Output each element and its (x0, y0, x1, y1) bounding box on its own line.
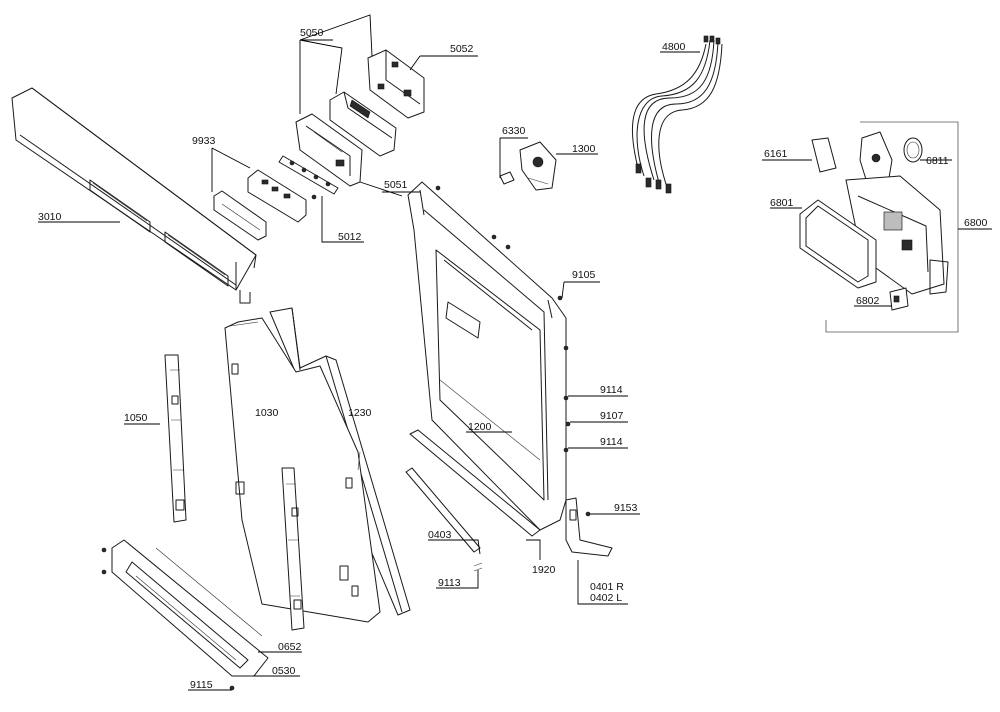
label-6330: 6330 (502, 125, 526, 137)
label-9153: 9153 (614, 502, 638, 514)
label-5052: 5052 (450, 43, 474, 55)
label-1030: 1030 (255, 407, 279, 419)
label-9933: 9933 (192, 135, 216, 147)
label-1230: 1230 (348, 407, 372, 419)
label-4800: 4800 (662, 41, 686, 53)
label-5050: 5050 (300, 27, 324, 39)
label-5051: 5051 (384, 179, 408, 191)
label-9113: 9113 (438, 577, 461, 589)
label-0402-l: 0402 L (590, 592, 622, 604)
label-9107: 9107 (600, 410, 624, 422)
part-6330-1300-components (499, 141, 557, 191)
part-3010-control-panel (11, 87, 257, 304)
part-0401-hinge (565, 497, 613, 557)
label-1920: 1920 (532, 564, 556, 576)
label-9114-upper: 9114 (600, 384, 623, 396)
label-6811: 6811 (926, 155, 949, 167)
part-1030-outer-door-panel (224, 317, 381, 623)
part-0403-seal-strip (409, 429, 541, 537)
part-5012-button-strip (278, 155, 339, 200)
label-9115: 9115 (190, 679, 213, 691)
label-6802: 6802 (856, 295, 880, 307)
part-0652-strip (155, 547, 263, 637)
part-6800-assembly (799, 121, 959, 333)
part-5050-dispenser (295, 49, 425, 187)
part-0530-handle-trim (111, 539, 269, 677)
label-1300: 1300 (572, 143, 596, 155)
label-6800: 6800 (964, 217, 988, 229)
label-6161: 6161 (764, 148, 788, 160)
label-0403: 0403 (428, 529, 452, 541)
label-6801: 6801 (770, 197, 794, 209)
label-0652: 0652 (278, 641, 302, 653)
label-9114-lower: 9114 (600, 436, 623, 448)
label-0530: 0530 (272, 665, 296, 677)
part-1200-inner-door (407, 181, 567, 531)
label-0401-r: 0401 R (590, 581, 624, 593)
part-1920-seal-strip (405, 467, 481, 553)
part-1050-rail-right (281, 467, 305, 631)
label-5012: 5012 (338, 231, 362, 243)
label-1200: 1200 (468, 421, 492, 433)
label-3010: 3010 (38, 211, 62, 223)
label-9105: 9105 (572, 269, 596, 281)
leader-lines (38, 14, 992, 691)
screws (101, 185, 591, 691)
part-9933-display-board (213, 169, 307, 241)
part-labels: 5050 5052 9933 5051 5012 3010 6330 1300 … (38, 27, 988, 691)
part-4800-wiring-harness (632, 35, 723, 194)
label-1050: 1050 (124, 412, 148, 424)
part-1050-rail-left (164, 354, 187, 523)
